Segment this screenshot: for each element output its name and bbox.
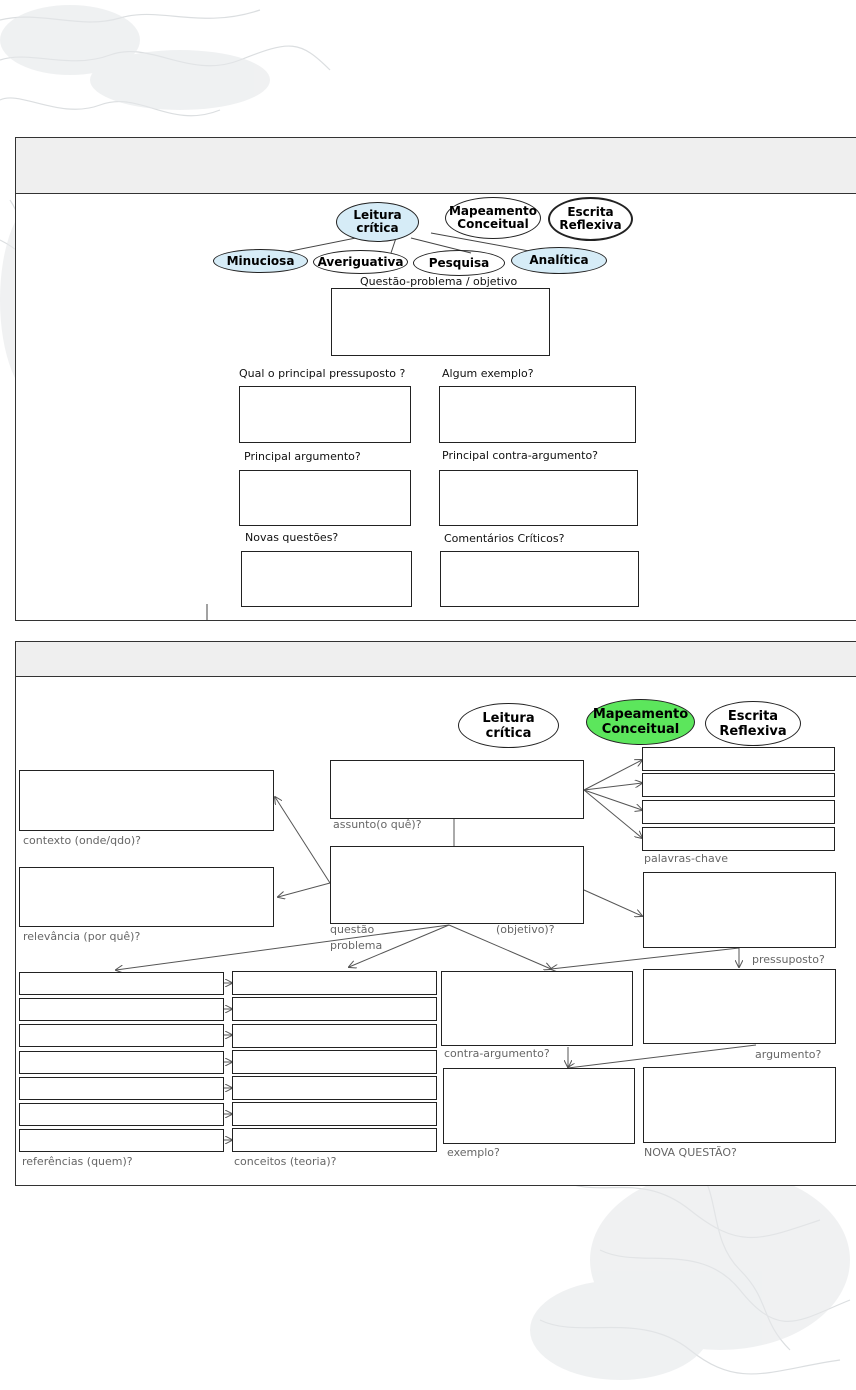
box-conceito — [232, 1076, 437, 1100]
box-palavra-chave-3 — [642, 800, 835, 824]
box-referencia — [19, 998, 224, 1021]
box-conceito — [232, 997, 437, 1021]
label-conceitos: conceitos (teoria)? — [234, 1155, 337, 1168]
label-argumento: argumento? — [755, 1048, 822, 1061]
box-questao-problema — [330, 846, 584, 924]
box-palavra-chave-2 — [642, 773, 835, 797]
box-conceito — [232, 1024, 437, 1048]
panel-header — [16, 138, 856, 194]
box-argumento — [239, 470, 411, 526]
label-novas-questoes: Novas questões? — [245, 531, 339, 544]
label-objetivo: (objetivo)? — [496, 923, 555, 936]
label-problema: problema — [330, 939, 383, 952]
label-exemplo: exemplo? — [447, 1146, 500, 1159]
box-contra-argumento — [439, 470, 638, 526]
label-referencias: referências (quem)? — [22, 1155, 133, 1168]
oval-pesquisa: Pesquisa — [413, 250, 505, 276]
box-exemplo — [443, 1068, 635, 1144]
label-contra-argumento: contra-argumento? — [444, 1047, 550, 1060]
oval-analitica: Analítica — [511, 247, 607, 274]
oval-averiguativa: Averiguativa — [313, 250, 408, 274]
label-pressuposto: Qual o principal pressuposto ? — [239, 367, 406, 380]
box-conceito — [232, 971, 437, 995]
box-pressuposto — [643, 872, 836, 948]
label-exemplo: Algum exemplo? — [442, 367, 534, 380]
box-conceito — [232, 1102, 437, 1126]
box-pressuposto — [239, 386, 411, 443]
box-contexto — [19, 770, 274, 831]
oval-minuciosa: Minuciosa — [213, 249, 308, 273]
box-referencia — [19, 1129, 224, 1152]
box-referencia — [19, 1024, 224, 1047]
box-comentarios-criticos — [440, 551, 639, 607]
box-nova-questao — [643, 1067, 836, 1143]
box-contra-argumento — [441, 971, 633, 1046]
label-pressuposto: pressuposto? — [752, 953, 825, 966]
connector-lines — [16, 642, 757, 1185]
box-palavra-chave-4 — [642, 827, 835, 851]
box-referencia — [19, 972, 224, 995]
label-palavras-chave: palavras-chave — [644, 852, 729, 865]
label-contexto: contexto (onde/qdo)? — [23, 834, 141, 847]
label-argumento: Principal argumento? — [244, 450, 361, 463]
box-questao-problema — [331, 288, 550, 356]
box-exemplo — [439, 386, 636, 443]
box-referencia — [19, 1077, 224, 1100]
box-conceito — [232, 1050, 437, 1074]
label-relevancia: relevância (por quê)? — [23, 930, 141, 943]
label-nova-questao: NOVA QUESTÃO? — [644, 1146, 737, 1159]
box-novas-questoes — [241, 551, 412, 607]
panel-header — [16, 642, 856, 677]
connector-lines — [206, 229, 552, 620]
box-referencia — [19, 1103, 224, 1126]
box-referencia — [19, 1051, 224, 1074]
label-contra-argumento: Principal contra-argumento? — [442, 449, 599, 462]
label-comentarios-criticos: Comentários Críticos? — [444, 532, 565, 545]
box-argumento — [643, 969, 836, 1044]
box-palavra-chave-1 — [642, 747, 835, 771]
box-assunto — [330, 760, 584, 819]
label-questao: questão — [330, 923, 375, 936]
label-assunto: assunto(o quê)? — [333, 818, 422, 831]
box-relevancia — [19, 867, 274, 927]
box-conceito — [232, 1128, 437, 1152]
label-questao-problema: Questão-problema / objetivo — [360, 275, 518, 288]
